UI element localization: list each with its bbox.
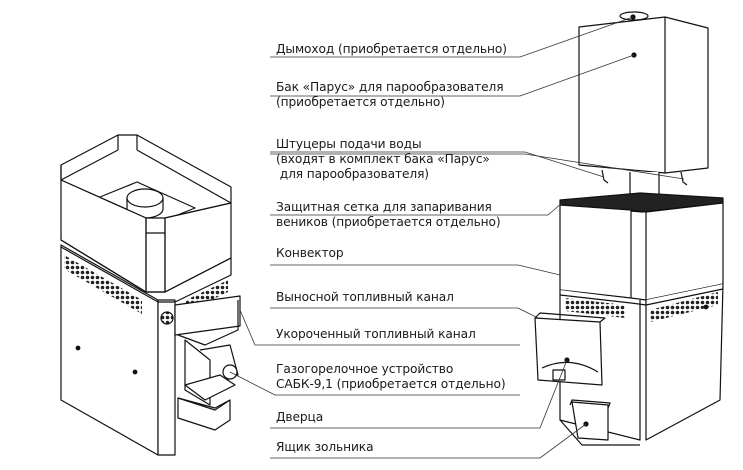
- callout-text: САБК-9,1 (приобретается отдельно): [276, 377, 506, 391]
- leader-lines: [229, 16, 685, 459]
- callout-text: Штуцеры подачи воды: [276, 137, 422, 151]
- callout-text: Газогорелочное устройство: [276, 362, 454, 376]
- callout-water-fittings: Штуцеры подачи воды (входят в комплект б…: [276, 137, 490, 182]
- callout-text: Бак «Парус» для парообразователя: [276, 80, 504, 94]
- callout-text: веников (приобретается отдельно): [276, 215, 501, 229]
- right-stove: [534, 11, 724, 446]
- callout-text: Конвектор: [276, 246, 344, 260]
- callout-text: (приобретается отдельно): [276, 95, 445, 109]
- callout-tank: Бак «Парус» для парообразователя (приобр…: [276, 80, 504, 110]
- callout-text: Укороченный топливный канал: [276, 327, 476, 341]
- callout-chimney: Дымоход (приобретается отдельно): [276, 42, 507, 57]
- callout-text: Ящик зольника: [276, 440, 374, 454]
- callout-text: Дымоход (приобретается отдельно): [276, 42, 507, 56]
- callout-short-fuel-channel: Укороченный топливный канал: [276, 327, 476, 342]
- left-stove: [60, 134, 241, 456]
- callout-text: Дверца: [276, 410, 324, 424]
- callout-protective-grid: Защитная сетка для запаривания веников (…: [276, 200, 501, 230]
- callout-text: Защитная сетка для запаривания: [276, 200, 492, 214]
- callout-text: для парообразователя): [276, 167, 429, 181]
- callout-remote-fuel-channel: Выносной топливный канал: [276, 290, 454, 305]
- callout-text: Выносной топливный канал: [276, 290, 454, 304]
- callout-text: (входят в комплект бака «Парус»: [276, 152, 490, 166]
- callout-ash-box: Ящик зольника: [276, 440, 374, 455]
- callout-door: Дверца: [276, 410, 323, 425]
- callout-convector: Конвектор: [276, 246, 344, 261]
- callout-gas-burner: Газогорелочное устройство САБК-9,1 (прио…: [276, 362, 506, 392]
